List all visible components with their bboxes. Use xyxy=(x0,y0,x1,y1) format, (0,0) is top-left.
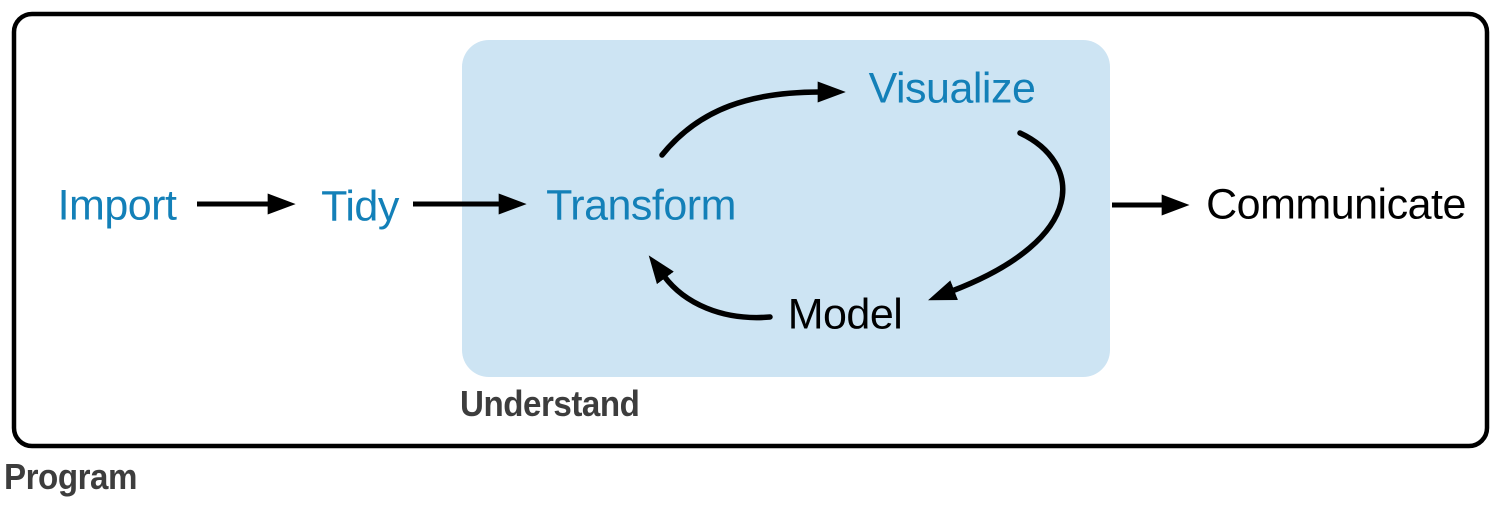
node-communicate: Communicate xyxy=(1206,180,1466,229)
node-tidy: Tidy xyxy=(321,182,399,231)
node-visualize: Visualize xyxy=(868,64,1036,113)
understand-group-label: Understand xyxy=(460,383,640,424)
arrow-model-to-transform-icon xyxy=(648,255,773,321)
program-box xyxy=(11,11,1490,449)
node-import: Import xyxy=(57,181,177,230)
arrow-transform-to-visualize-icon xyxy=(659,81,846,158)
arrow-visualize-to-model-icon xyxy=(928,130,1066,301)
node-model: Model xyxy=(787,290,903,339)
program-group-label: Program xyxy=(4,456,137,497)
node-transform: Transform xyxy=(546,181,736,230)
